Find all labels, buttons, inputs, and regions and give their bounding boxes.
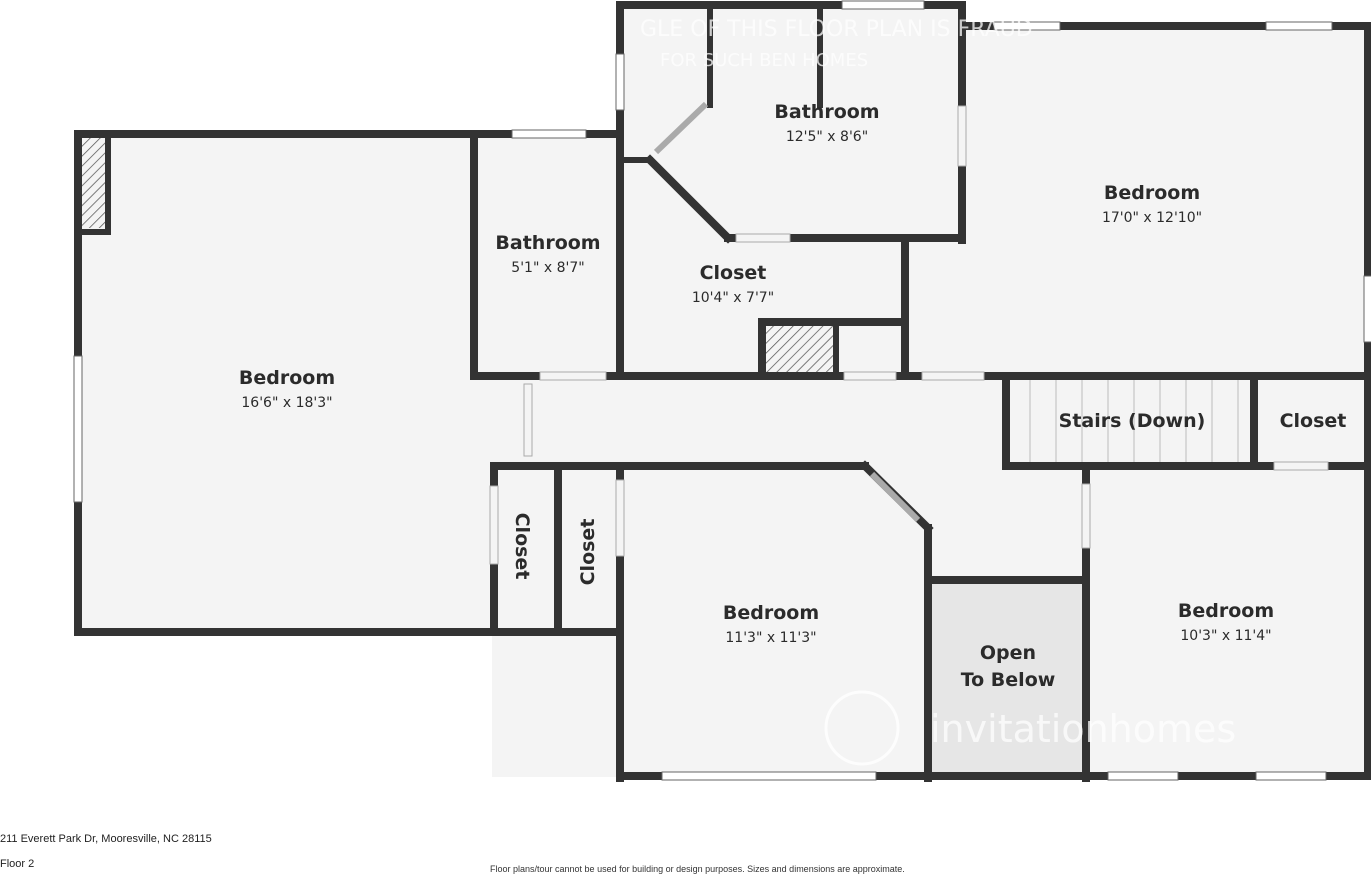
room-label-closet-right: Closet <box>1280 410 1347 432</box>
room-label-bedroom-top-right: Bedroom <box>1104 182 1200 204</box>
room-label-bathroom-top: Bathroom <box>774 101 879 123</box>
address-text: 211 Everett Park Dr, Mooresville, NC 281… <box>0 833 212 845</box>
watermark-logo-icon <box>824 690 900 766</box>
floor-number-text: Floor 2 <box>0 858 35 870</box>
room-dims-bedroom-left: 16'6" x 18'3" <box>241 395 332 411</box>
diagonal-door <box>653 101 709 155</box>
room-label-stairs: Stairs (Down) <box>1059 410 1206 432</box>
room-dims-bedroom-top-right: 17'0" x 12'10" <box>1102 210 1202 226</box>
room-label-to-below: To Below <box>961 669 1056 691</box>
chimney-shaft <box>80 138 108 228</box>
watermark-top-line1: GLE OF THIS FLOOR PLAN IS FRAUD <box>640 17 1033 42</box>
room-label-open: Open <box>980 642 1036 664</box>
floor-areas <box>78 5 1368 777</box>
room-dims-bathroom-top: 12'5" x 8'6" <box>786 129 868 145</box>
disclaimer-text: Floor plans/tour cannot be used for buil… <box>490 864 905 874</box>
room-label-bathroom-small: Bathroom <box>495 232 600 254</box>
room-label-bedroom-left: Bedroom <box>239 367 335 389</box>
room-label-bedroom-bottom-right: Bedroom <box>1178 600 1274 622</box>
diagonal-door-bedroom <box>869 471 921 523</box>
hvac-shaft <box>764 324 834 372</box>
room-label-closet-vertical-1: Closet <box>511 513 533 580</box>
room-dims-bathroom-small: 5'1" x 8'7" <box>511 260 584 276</box>
room-dims-closet-walkin: 10'4" x 7'7" <box>692 290 774 306</box>
room-label-closet-walkin: Closet <box>700 262 767 284</box>
room-label-bedroom-bottom-middle: Bedroom <box>723 602 819 624</box>
open-to-below-area <box>932 582 1084 774</box>
stair-treads <box>1029 380 1239 462</box>
windows <box>73 0 1371 781</box>
watermark-top-line2: FOR SUCH BEN HOMES <box>660 50 868 71</box>
watermark-brand: invitationhomes <box>930 707 1236 751</box>
room-dims-bedroom-bottom-middle: 11'3" x 11'3" <box>725 630 816 646</box>
room-dims-bedroom-bottom-right: 10'3" x 11'4" <box>1180 628 1271 644</box>
door-openings <box>489 105 1329 565</box>
room-label-closet-vertical-2: Closet <box>577 519 599 586</box>
